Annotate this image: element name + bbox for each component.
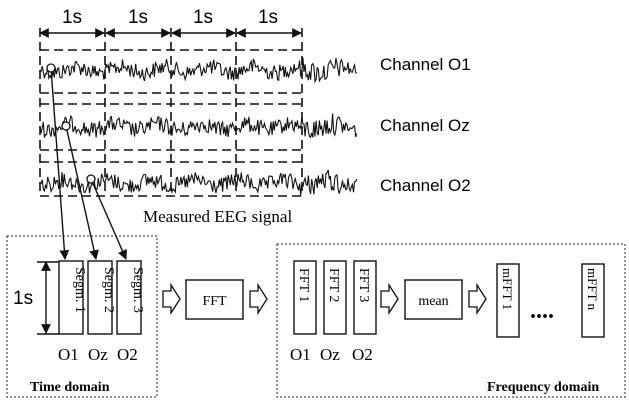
- time-domain-title: Time domain: [30, 380, 110, 395]
- eeg-waveforms: [39, 57, 358, 196]
- channel-label-o2: Channel O2: [380, 176, 471, 195]
- mean-label: mean: [418, 294, 448, 309]
- fft-label-3: FFT 3: [356, 268, 371, 302]
- time-channel-o1: O1: [58, 345, 79, 364]
- sample-point-oz: [61, 121, 71, 131]
- channel-label-oz: Channel Oz: [380, 116, 470, 135]
- time-channel-oz: Oz: [88, 345, 108, 364]
- time-label-2: 1s: [128, 7, 148, 28]
- arrow-to-mfft: [468, 282, 487, 316]
- fft-result-boxes: FFT 1 FFT 2 FFT 3: [293, 260, 377, 335]
- fft-label-1: FFT 1: [296, 268, 311, 302]
- fft-label: FFT: [202, 294, 227, 309]
- arrow-to-frequency: [249, 282, 268, 316]
- sample-point-o1: [46, 63, 56, 73]
- time-domain-frame: [6, 235, 158, 398]
- segment-label-2: Segm. 2: [101, 267, 116, 313]
- sample-point-o2: [86, 174, 96, 184]
- segment-label-1: Segm. 1: [72, 267, 87, 313]
- segment-box-2: [87, 260, 113, 335]
- time-label-4: 1s: [258, 7, 278, 28]
- vertical-time-label: 1s: [13, 288, 33, 309]
- frequency-domain-frame: [276, 243, 626, 398]
- measured-eeg-label: Measured EEG signal: [143, 207, 292, 226]
- time-label-1: 1s: [62, 7, 82, 28]
- segment-box-1: [58, 260, 84, 335]
- segment-box-3: [116, 260, 142, 335]
- eeg-wave-o2: [39, 169, 358, 196]
- channel-label-o1: Channel O1: [380, 55, 471, 74]
- fft-box-3: [353, 260, 377, 335]
- segment-selection-arrows: [46, 63, 127, 260]
- mfft-box-1: [496, 263, 520, 338]
- fft-box-1: [293, 260, 317, 335]
- mean-box: [404, 279, 463, 320]
- mfft-box-n: [581, 263, 605, 338]
- freq-channel-oz: Oz: [320, 345, 340, 364]
- mfft-label-n: mFFT n: [585, 268, 600, 311]
- eeg-wave-o1: [39, 57, 357, 84]
- arrow-to-mean: [380, 282, 399, 316]
- freq-channel-o1: O1: [290, 345, 311, 364]
- segment-grid: [39, 28, 303, 197]
- fft-label-2: FFT 2: [326, 268, 341, 302]
- eeg-wave-oz: [39, 113, 358, 139]
- freq-channel-o2: O2: [352, 345, 373, 364]
- segment-boxes: Segm. 1 Segm. 2 Segm. 3: [58, 260, 145, 335]
- fft-box: [185, 279, 244, 320]
- fft-box-2: [323, 260, 347, 335]
- mfft-label-1: mFFT 1: [500, 268, 515, 310]
- ellipsis: ....: [530, 298, 554, 324]
- time-channel-o2: O2: [117, 345, 138, 364]
- frequency-domain-title: Frequency domain: [487, 380, 599, 395]
- arrow-to-fft: [162, 282, 181, 316]
- time-label-3: 1s: [193, 7, 213, 28]
- segment-label-3: Segm. 3: [130, 267, 145, 313]
